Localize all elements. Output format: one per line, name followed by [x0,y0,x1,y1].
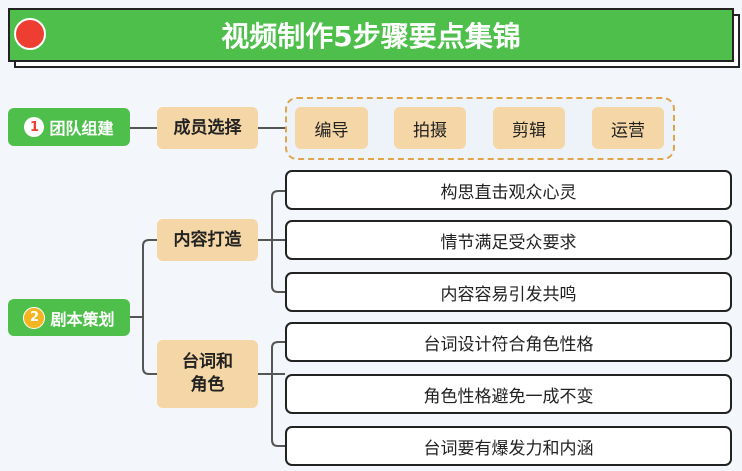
branch-label: 剧本策划 [50,309,115,329]
leaf-item[interactable]: 构思直击观众心灵 [285,170,732,210]
node-member-selection[interactable]: 成员选择 [157,107,258,149]
leaf-item[interactable]: 情节满足受众要求 [285,220,732,260]
role-filming[interactable]: 拍摄 [394,107,466,149]
branch-team[interactable]: 1 团队组建 [8,108,130,146]
leaf-item[interactable]: 角色性格避免一成不变 [285,374,732,414]
role-operations[interactable]: 运营 [592,107,664,149]
branch-label: 团队组建 [49,119,114,138]
role-editing[interactable]: 剪辑 [493,107,565,149]
node-lines-and-roles[interactable]: 台词和 角色 [157,340,258,408]
page-title: 视频制作5步骤要点集锦 [8,8,734,62]
leaf-item[interactable]: 内容容易引发共鸣 [285,272,732,312]
role-director[interactable]: 编导 [295,107,368,149]
number-1-icon: 1 [24,117,45,137]
leaf-item[interactable]: 台词要有爆发力和内涵 [285,426,732,466]
number-2-icon: 2 [23,306,46,329]
red-dot-icon [14,18,46,50]
branch-script[interactable]: 2 剧本策划 [8,299,130,336]
node-content[interactable]: 内容打造 [157,219,258,261]
leaf-item[interactable]: 台词设计符合角色性格 [285,322,732,362]
